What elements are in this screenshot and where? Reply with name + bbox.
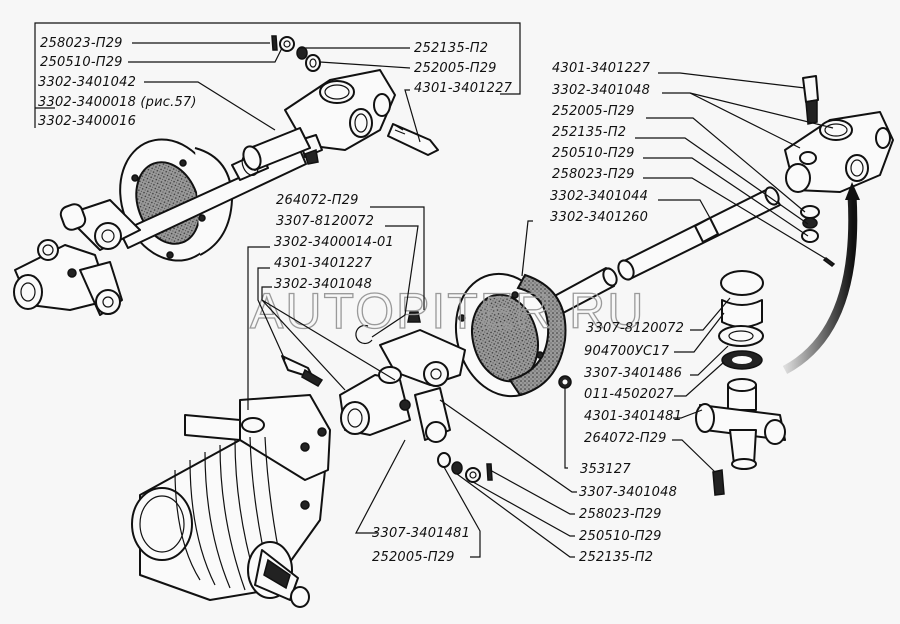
upper-fasteners xyxy=(271,35,321,72)
labels-bottom-right: 3307-3401048 258023-П29 250510-П29 25213… xyxy=(579,485,677,565)
part-label: 252135-П2 xyxy=(579,550,653,565)
steering-gear-housing xyxy=(131,394,331,608)
cotter-pin-icon xyxy=(271,35,278,51)
labels-bottom-center: 3307-3401481 252005-П29 xyxy=(372,526,470,565)
part-label: 252135-П2 xyxy=(552,125,626,140)
cross-spider-assembly xyxy=(695,270,786,470)
grease-fitting-left xyxy=(407,311,421,323)
part-label: 258023-П29 xyxy=(579,507,662,522)
cotter-pin-icon xyxy=(822,257,836,267)
spring-washer-icon xyxy=(451,461,463,475)
part-label: 3302-3401048 xyxy=(274,277,372,292)
part-label: 252005-П29 xyxy=(372,550,455,565)
grease-nipple-353127 xyxy=(558,375,572,389)
nut-icon xyxy=(465,467,481,483)
spring-washer-icon xyxy=(296,46,308,60)
part-label: 4301-3401227 xyxy=(414,81,513,96)
part-label: 258023-П29 xyxy=(40,36,123,51)
part-label: 3307-8120072 xyxy=(586,321,684,336)
part-label: 3302-3401042 xyxy=(38,75,136,90)
part-label: 4301-3401227 xyxy=(552,61,651,76)
nut-icon xyxy=(279,36,295,52)
part-label: 3307-8120072 xyxy=(276,214,374,229)
part-label: 904700УС17 xyxy=(584,344,670,359)
upper-shaft-sleeve xyxy=(242,127,311,171)
curved-arrow xyxy=(782,182,860,374)
upper-wedge-bolt xyxy=(387,123,439,156)
part-label: 011-4502027 xyxy=(584,387,674,402)
top-right-wedge-bolt xyxy=(802,75,819,125)
bracket-top-left xyxy=(34,22,521,128)
lower-left-universal-joint xyxy=(13,239,123,316)
part-label: 250510-П29 xyxy=(579,529,662,544)
labels-right-column: 3307-8120072 904700УС17 3307-3401486 011… xyxy=(580,321,684,477)
top-right-universal-joint xyxy=(784,111,894,193)
labels-top-left: 258023-П29 250510-П29 3302-3401042 3302-… xyxy=(38,36,197,129)
labels-top-right: 4301-3401227 3302-3401048 252005-П29 252… xyxy=(550,61,651,225)
part-label: 3302-3400016 xyxy=(38,114,136,129)
watermark: AUTOPITER.RU xyxy=(250,283,645,339)
grease-fitting-right xyxy=(712,469,725,496)
labels-top-center: 252135-П2 252005-П29 4301-3401227 xyxy=(414,41,513,96)
part-label: 3302-3401260 xyxy=(550,210,648,225)
part-label: 258023-П29 xyxy=(552,167,635,182)
snap-ring-left xyxy=(355,324,373,345)
lower-universal-joint xyxy=(339,329,466,443)
part-label: 4301-3401227 xyxy=(274,256,373,271)
lower-flange-seal xyxy=(454,272,567,398)
labels-middle-left: 264072-П29 3307-8120072 3302-3400014-01 … xyxy=(274,193,394,292)
upper-yoke-left xyxy=(59,199,141,251)
cotter-pin-icon xyxy=(486,463,493,481)
leader-lines xyxy=(128,42,834,558)
part-label: 3307-3401486 xyxy=(584,366,682,381)
part-label: 264072-П29 xyxy=(276,193,359,208)
part-label: 3302-3401044 xyxy=(550,189,648,204)
lower-fasteners xyxy=(437,452,493,483)
lower-wedge-bolt xyxy=(281,355,324,387)
part-label: 252005-П29 xyxy=(552,104,635,119)
part-label: 3307-3401481 xyxy=(372,526,470,541)
part-label: 250510-П29 xyxy=(40,55,123,70)
washer-icon xyxy=(305,54,321,72)
part-label: 3302-3401048 xyxy=(552,83,650,98)
top-right-fasteners xyxy=(800,205,836,267)
part-label: 250510-П29 xyxy=(552,146,635,161)
nut-icon xyxy=(801,229,819,243)
part-label: 252005-П29 xyxy=(414,61,497,76)
washer-icon xyxy=(800,205,820,219)
spring-washer-icon xyxy=(802,217,818,229)
part-label: 264072-П29 xyxy=(584,431,667,446)
washer-icon xyxy=(437,452,451,468)
part-label: 353127 xyxy=(580,462,631,477)
part-label: 3307-3401048 xyxy=(579,485,677,500)
part-label: 3302-3400018 (рис.57) xyxy=(38,95,197,110)
part-label: 252135-П2 xyxy=(414,41,488,56)
part-label: 4301-3401481 xyxy=(584,409,682,424)
part-label: 3302-3400014-01 xyxy=(274,235,394,250)
